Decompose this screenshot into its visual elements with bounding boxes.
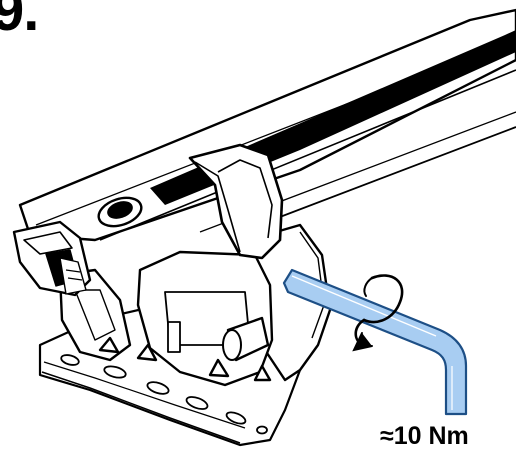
bar-clamp-collar	[188, 143, 284, 260]
base-plate-slots	[60, 354, 268, 435]
clockwise-rotation-arrow-icon	[352, 274, 404, 352]
torque-label: ≈10 Nm	[380, 422, 469, 450]
step-number: 9.	[0, 0, 39, 43]
foot-body	[58, 223, 332, 387]
lock-cylinder	[97, 196, 143, 228]
bar-end-cap	[12, 220, 92, 297]
hex-key-tool	[282, 268, 468, 416]
